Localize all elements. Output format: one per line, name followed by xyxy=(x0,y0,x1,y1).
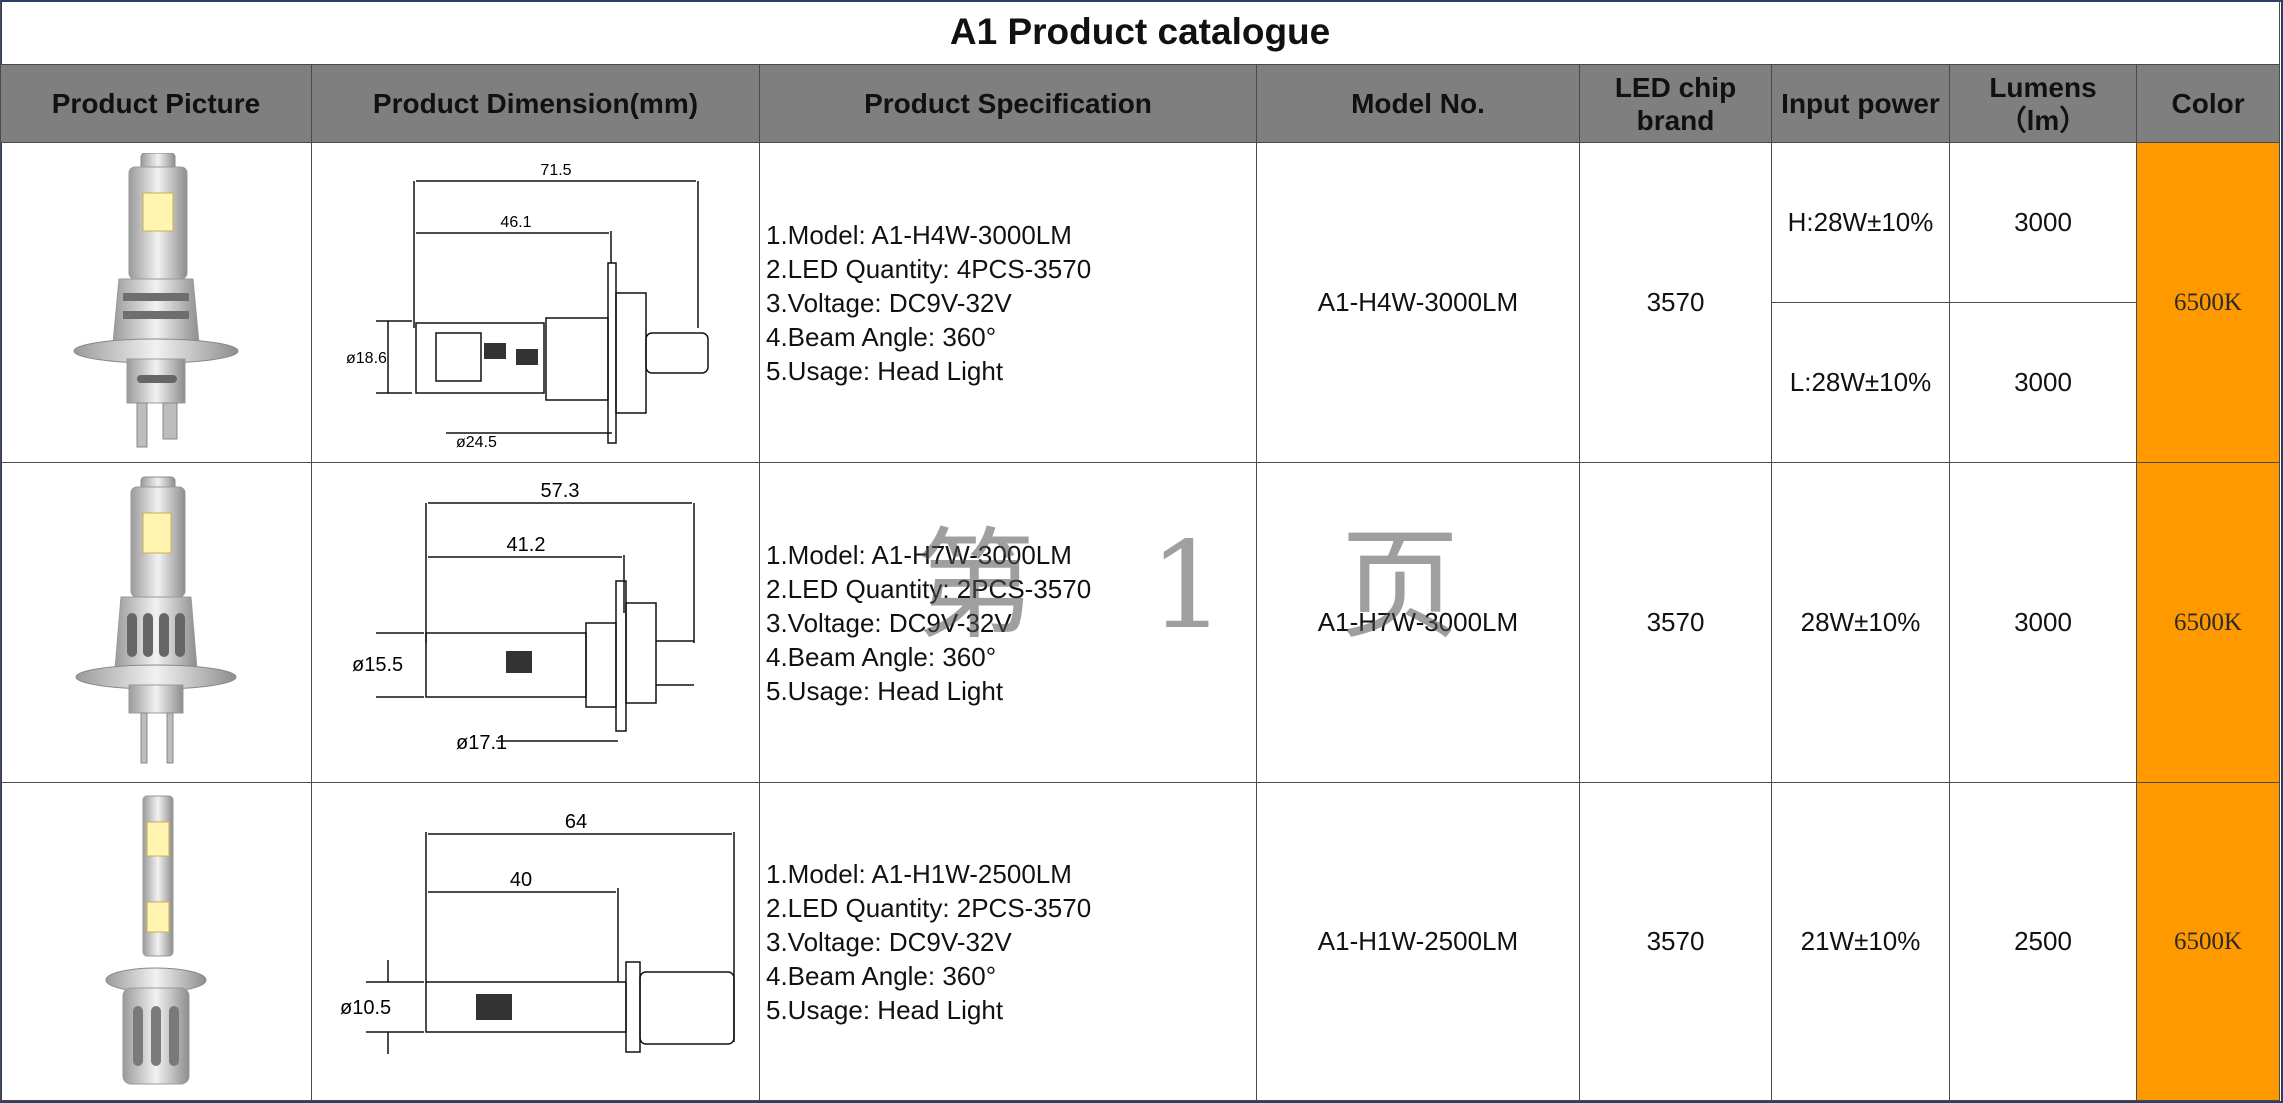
spec-line: 2.LED Quantity: 2PCS-3570 xyxy=(766,573,1092,604)
model-no-cell: A1-H4W-3000LM xyxy=(1256,142,1580,463)
header-product-picture: Product Picture xyxy=(0,64,312,143)
header-model-no: Model No. xyxy=(1256,64,1580,143)
product-specification-cell: 1.Model: A1-H7W-3000LM 2.LED Quantity: 2… xyxy=(759,462,1257,783)
spec-line: 1.Model: A1-H7W-3000LM xyxy=(766,539,1072,570)
product-picture-cell xyxy=(0,142,312,463)
led-chip-cell: 3570 xyxy=(1579,462,1772,783)
spec-line: 3.Voltage: DC9V-32V xyxy=(766,287,1012,318)
catalogue-title: A1 Product catalogue xyxy=(0,0,2281,65)
table-row: 64 40 ø10.5 1.Model: A1-H1W-2500LM 2.LED… xyxy=(0,782,2281,1101)
spec-line: 5.Usage: Head Light xyxy=(766,994,1004,1025)
input-power-cell: 28W±10% xyxy=(1771,462,1950,783)
product-dimension-cell: 57.3 41.2 ø15.5 ø17.1 xyxy=(311,462,760,783)
header-lumens-line1: Lumens xyxy=(1989,71,2097,103)
table-row: 57.3 41.2 ø15.5 ø17.1 1.Model: A1-H7W-30… xyxy=(0,462,2281,783)
spec-line: 4.Beam Angle: 360° xyxy=(766,321,997,352)
input-power-low-cell: L:28W±10% xyxy=(1771,302,1950,463)
dim-body-label: 40 xyxy=(509,869,531,891)
spec-line: 2.LED Quantity: 4PCS-3570 xyxy=(766,253,1092,284)
spec-line: 5.Usage: Head Light xyxy=(766,355,1004,386)
dim-base-label: ø17.1 xyxy=(456,732,507,754)
header-color: Color xyxy=(2135,64,2281,143)
spec-line: 2.LED Quantity: 2PCS-3570 xyxy=(766,892,1092,923)
led-chip-cell: 3570 xyxy=(1579,142,1772,463)
led-chip-cell: 3570 xyxy=(1579,782,1772,1101)
spec-line: 5.Usage: Head Light xyxy=(766,675,1004,706)
dim-diameter-label: ø15.5 xyxy=(352,654,403,676)
header-input-power: Input power xyxy=(1771,64,1950,143)
lumens-cell: 2500 xyxy=(1949,782,2137,1101)
dim-length-label: 57.3 xyxy=(540,480,579,502)
header-lumens-line2: （lm） xyxy=(1998,104,2088,136)
dim-diameter-label: ø10.5 xyxy=(340,997,391,1019)
product-dimension-cell: 71.5 46.1 ø18.6 ø24.5 xyxy=(311,142,760,463)
header-led-chip-line2: brand xyxy=(1636,104,1715,136)
product-specification-cell: 1.Model: A1-H1W-2500LM 2.LED Quantity: 2… xyxy=(759,782,1257,1101)
color-cell: 6500K xyxy=(2135,142,2281,463)
lumens-cell: 3000 xyxy=(1949,462,2137,783)
h1-bulb-image xyxy=(105,795,207,1084)
dim-body-label: 41.2 xyxy=(506,534,545,556)
table-row: 71.5 46.1 ø18.6 ø24.5 1.Model: A1-H4W-30… xyxy=(0,142,2281,463)
h4-bulb-image xyxy=(73,152,239,447)
dim-length-label: 64 xyxy=(564,811,586,833)
spec-line: 1.Model: A1-H4W-3000LM xyxy=(766,219,1072,250)
lumens-low-cell: 3000 xyxy=(1949,302,2137,463)
lumens-high-cell: 3000 xyxy=(1949,142,2137,303)
product-dimension-cell: 64 40 ø10.5 xyxy=(311,782,760,1101)
h7-dimension-drawing: 57.3 41.2 ø15.5 ø17.1 xyxy=(352,480,695,754)
header-product-specification: Product Specification xyxy=(759,64,1257,143)
table-row: L:28W±10% 3000 xyxy=(1,302,2280,463)
spec-line: 1.Model: A1-H1W-2500LM xyxy=(766,858,1072,889)
dim-diameter-label: ø18.6 xyxy=(346,350,387,367)
h1-dimension-drawing: 64 40 ø10.5 xyxy=(340,811,735,1054)
spec-line: 4.Beam Angle: 360° xyxy=(766,641,997,672)
h7-bulb-image xyxy=(75,476,237,763)
header-led-chip-line1: LED chip xyxy=(1614,71,1737,103)
product-picture-cell xyxy=(0,782,312,1101)
input-power-cell: 21W±10% xyxy=(1771,782,1950,1101)
color-cell: 6500K xyxy=(2135,782,2281,1101)
spec-line: 3.Voltage: DC9V-32V xyxy=(766,926,1012,957)
h4-dimension-drawing: 71.5 46.1 ø18.6 ø24.5 xyxy=(346,162,709,451)
header-row: Product Picture Product Dimension(mm) Pr… xyxy=(0,64,2281,143)
header-product-dimension: Product Dimension(mm) xyxy=(311,64,760,143)
dim-base-label: ø24.5 xyxy=(456,434,497,451)
input-power-high-cell: H:28W±10% xyxy=(1771,142,1950,303)
model-no-cell: A1-H1W-2500LM xyxy=(1256,782,1580,1101)
product-picture-cell xyxy=(0,462,312,783)
dim-length-label: 71.5 xyxy=(540,162,571,179)
color-cell: 6500K xyxy=(2135,462,2281,783)
spec-line: 4.Beam Angle: 360° xyxy=(766,960,997,991)
model-no-cell: A1-H7W-3000LM xyxy=(1256,462,1580,783)
product-specification-cell: 1.Model: A1-H4W-3000LM 2.LED Quantity: 4… xyxy=(759,142,1257,463)
header-lumens: Lumens（lm） xyxy=(1949,64,2137,143)
spec-line: 3.Voltage: DC9V-32V xyxy=(766,607,1012,638)
dim-body-label: 46.1 xyxy=(500,214,531,231)
